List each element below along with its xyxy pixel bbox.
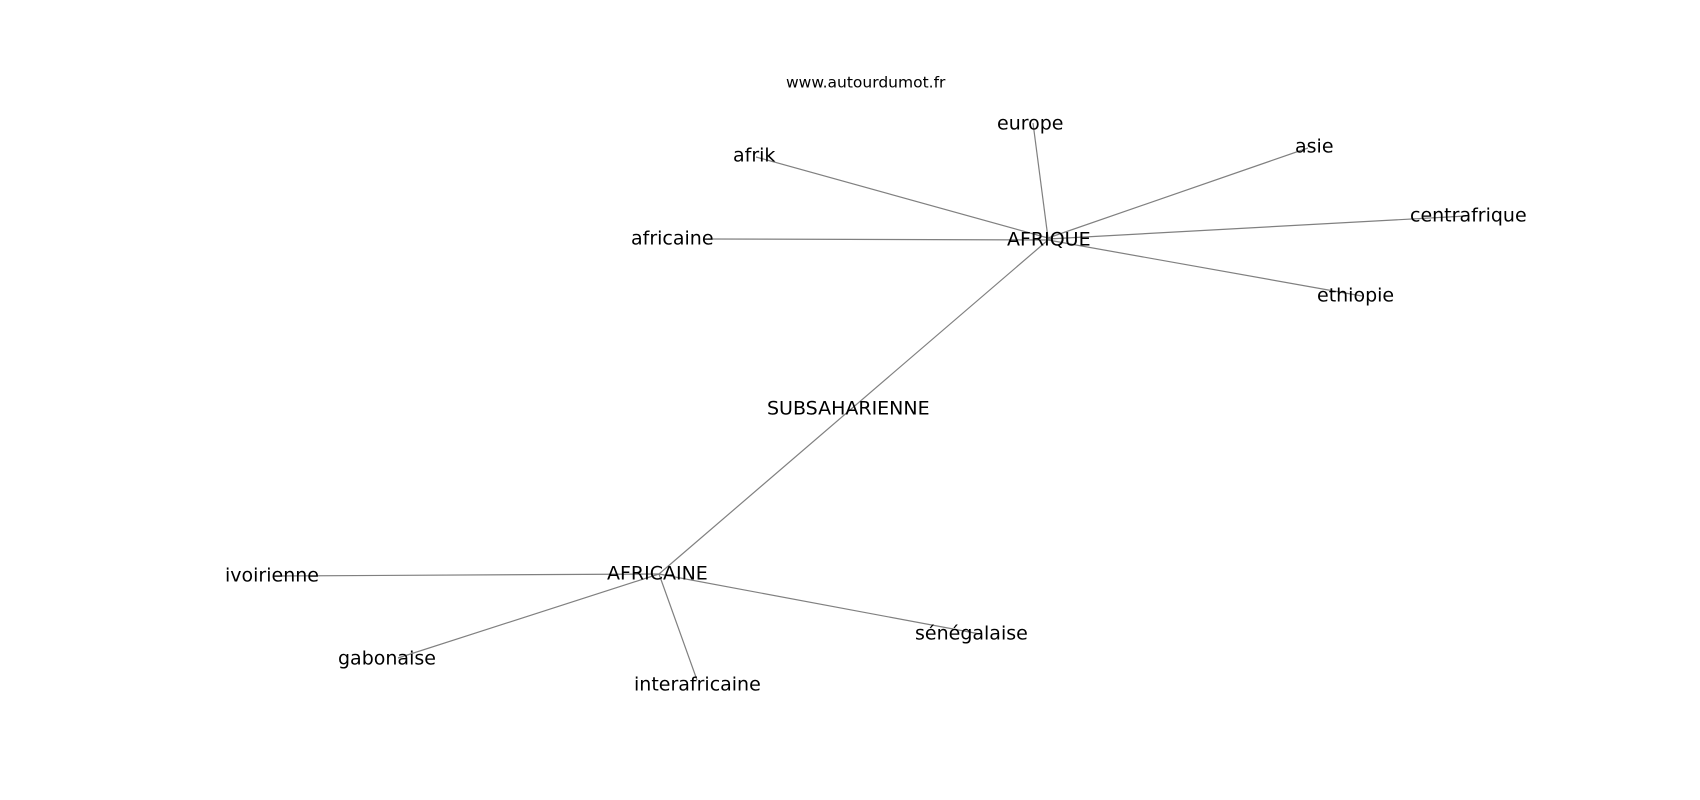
edge-afrique-afrik <box>755 156 1049 239</box>
edge-afrique-africaine <box>707 238 1049 241</box>
node-afrik: afrik <box>733 145 775 167</box>
node-europe: europe <box>997 113 1064 135</box>
node-centrafrique: centrafrique <box>1410 205 1527 227</box>
edge-africaine-senegalaise <box>658 573 981 635</box>
edge-africaine-gabonaise <box>397 573 660 659</box>
edge-afrique-africaine-hub <box>658 239 1049 575</box>
node-interafricaine: interafricaine <box>634 674 761 696</box>
node-africaine-hub: AFRICAINE <box>607 563 708 585</box>
node-asie: asie <box>1295 136 1334 158</box>
node-afrique: AFRIQUE <box>1007 229 1091 251</box>
edge-africaine-interafricaine <box>658 573 698 681</box>
edge-afrique-asie <box>1047 147 1309 239</box>
edges <box>274 122 1467 681</box>
node-subsaharienne: SUBSAHARIENNE <box>767 398 930 420</box>
node-gabonaise: gabonaise <box>338 648 436 670</box>
edge-africaine-ivoirienne <box>274 573 660 577</box>
node-ivoirienne: ivoirienne <box>225 565 319 587</box>
source-watermark: www.autourdumot.fr <box>786 74 946 92</box>
node-ethiopie: ethiopie <box>1317 285 1394 307</box>
node-senegalaise: sénégalaise <box>915 623 1028 645</box>
edge-afrique-centrafrique <box>1047 215 1467 240</box>
edge-afrique-europe <box>1032 122 1049 239</box>
edge-afrique-ethiopie <box>1047 239 1363 297</box>
labels: www.autourdumot.fr SUBSAHARIENNE AFRIQUE… <box>225 74 1527 696</box>
node-africaine: africaine <box>631 228 714 250</box>
